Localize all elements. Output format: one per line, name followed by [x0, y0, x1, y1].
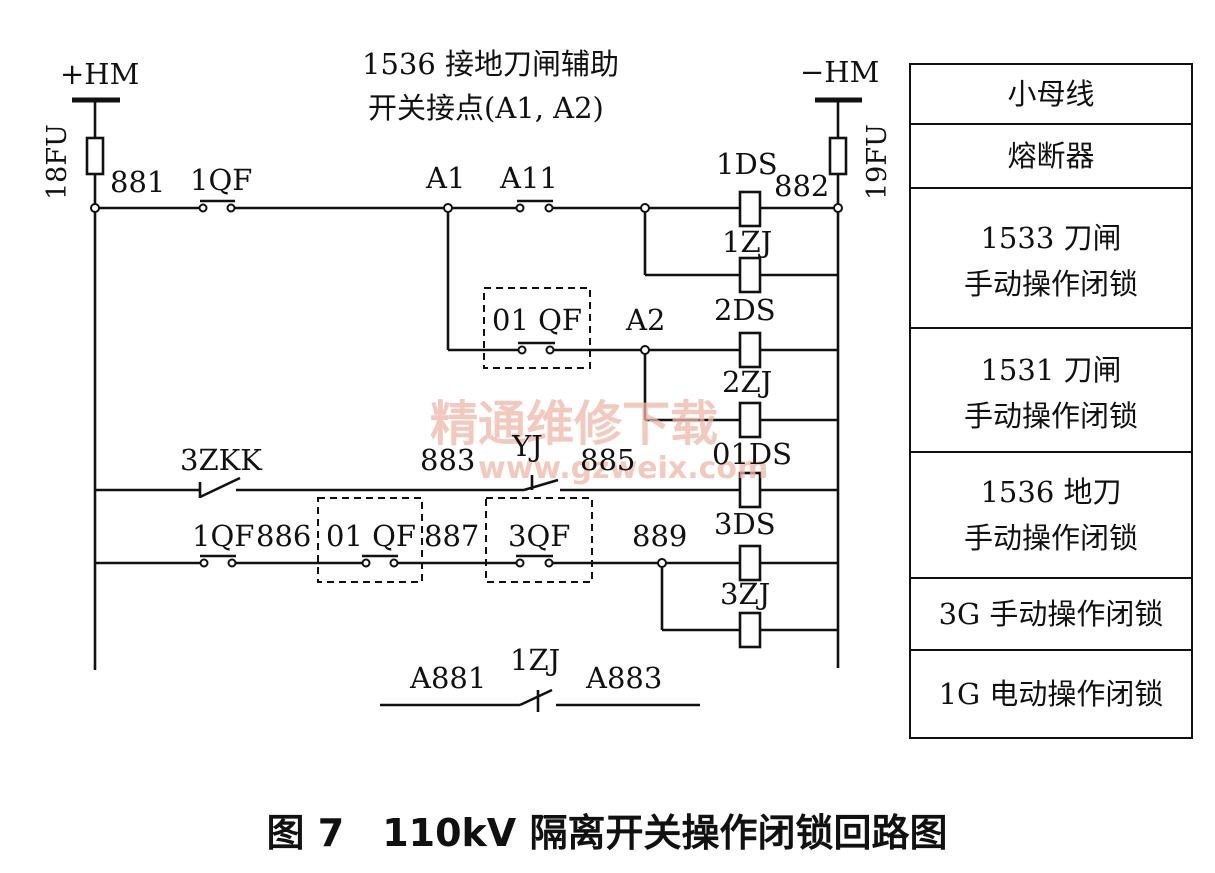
legend-row-1533-line1: 1533 刀闸 [980, 221, 1121, 255]
label-2zj: 2ZJ [722, 365, 772, 399]
legend-row-busbar: 小母线 [1007, 77, 1094, 111]
node-a1: A1 [425, 161, 465, 195]
contact-1zj-nc-symbol [519, 688, 553, 712]
label-01ds: 01DS [712, 437, 792, 471]
enclosure-01qf-lower [317, 497, 423, 583]
label-1qf: 1QF [190, 163, 252, 197]
contact-yj-symbol [523, 475, 559, 492]
legend-row-fuse: 熔断器 [1007, 139, 1094, 173]
node-881: 881 [110, 165, 165, 199]
node-885: 885 [580, 443, 635, 477]
contact-3qf-symbol [515, 554, 554, 568]
coil-1zj-symbol [738, 256, 762, 294]
contact-1qf-lower-symbol [199, 554, 237, 568]
switch-3zkk-symbol [198, 476, 241, 499]
watermark-text: 精通维修下载 [430, 396, 718, 452]
label-18fu: 18FU [42, 124, 73, 200]
figure-caption: 图 7 110kV 隔离开关操作闭锁回路图 [267, 811, 948, 855]
fuse-19fu-symbol [828, 136, 848, 176]
node-882: 882 [774, 169, 829, 203]
legend-row-3g: 3G 手动操作闭锁 [939, 597, 1164, 631]
label-3zkk: 3ZKK [180, 443, 263, 477]
node-a883: A883 [585, 661, 662, 695]
coil-3zj-symbol [738, 611, 762, 649]
legend-row-1531-line1: 1531 刀闸 [980, 353, 1121, 387]
enclosure-01qf-upper [483, 287, 591, 369]
contact-01qf-lower-symbol [361, 554, 399, 568]
aux-note-line1: 1536 接地刀闸辅助 [362, 47, 619, 81]
node-887: 887 [424, 519, 479, 553]
label-2ds: 2DS [714, 293, 776, 327]
node-889: 889 [632, 519, 687, 553]
legend-row-1536-line2: 手动操作闭锁 [964, 521, 1138, 555]
label-3zj: 3ZJ [720, 577, 770, 611]
label-pos-bus: +HM [60, 57, 139, 91]
node-a881: A881 [409, 661, 486, 695]
label-19fu: 19FU [862, 124, 893, 200]
label-01qf-lower: 01 QF [326, 519, 416, 553]
coil-2ds-symbol [738, 331, 762, 369]
label-01qf-upper: 01 QF [492, 303, 582, 337]
contact-a11-symbol [515, 199, 554, 213]
node-a2: A2 [625, 303, 665, 337]
legend-row-1536-line1: 1536 地刀 [980, 475, 1121, 509]
coil-01ds-symbol [738, 471, 762, 509]
label-1ds: 1DS [716, 147, 778, 181]
coil-1ds-symbol [738, 190, 762, 228]
label-3ds: 3DS [714, 507, 776, 541]
label-1zj-coil: 1ZJ [722, 225, 772, 259]
label-yj: YJ [511, 429, 543, 463]
junction-dots [90, 203, 843, 568]
label-a11: A11 [499, 161, 558, 195]
legend-row-1g: 1G 电动操作闭锁 [939, 677, 1164, 711]
label-1zj-contact: 1ZJ [510, 643, 560, 677]
enclosure-3qf [485, 497, 593, 583]
contact-1qf-symbol [198, 199, 236, 213]
node-883: 883 [420, 443, 475, 477]
legend-table: 小母线 熔断器 1533 刀闸 手动操作闭锁 1531 刀闸 手动操作闭锁 15… [909, 63, 1193, 739]
label-neg-bus: −HM [800, 55, 879, 89]
aux-note-line2: 开关接点(A1, A2) [368, 91, 604, 125]
label-1qf-lower: 1QF [192, 519, 254, 553]
fuse-18fu-symbol [85, 136, 105, 176]
legend-row-1533-line2: 手动操作闭锁 [964, 267, 1138, 301]
label-3qf: 3QF [508, 519, 570, 553]
coil-3ds-symbol [738, 544, 762, 582]
contact-01qf-upper-symbol [517, 341, 555, 355]
coil-2zj-symbol [738, 401, 762, 439]
watermark-url: www.gzweix.com [478, 451, 768, 486]
legend-row-1531-line2: 手动操作闭锁 [964, 399, 1138, 433]
node-886: 886 [256, 519, 311, 553]
